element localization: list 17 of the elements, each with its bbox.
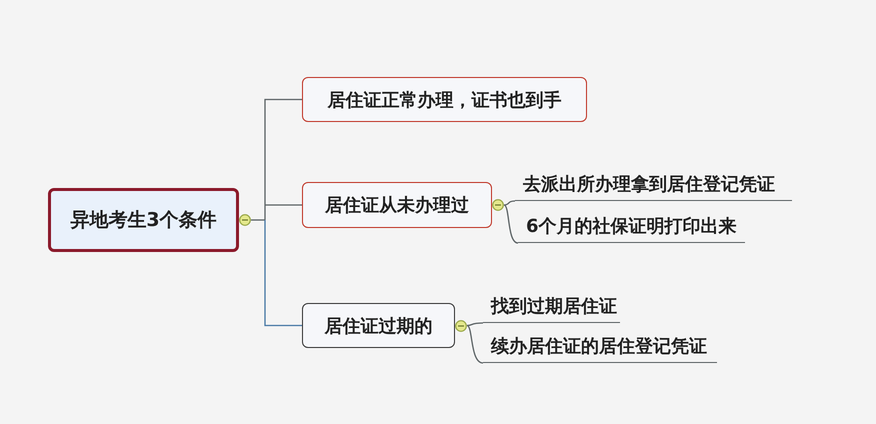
connector-line bbox=[466, 324, 484, 364]
topic-box: 居住证正常办理，证书也到手 bbox=[302, 77, 587, 122]
connector-line bbox=[264, 220, 302, 326]
branch-text: 续办居住证的居住登记凭证 bbox=[483, 334, 717, 363]
connector-line bbox=[265, 204, 302, 206]
connector-line bbox=[251, 219, 265, 221]
connector-line bbox=[466, 322, 484, 326]
branch-text: 6个月的社保证明打印出来 bbox=[518, 214, 745, 243]
connector-line bbox=[504, 200, 516, 206]
topic-box: 居住证过期的 bbox=[302, 303, 455, 348]
topic-box: 居住证从未办理过 bbox=[302, 182, 492, 228]
central-topic-box: 异地考生3个条件 bbox=[48, 188, 239, 252]
branch-text: 找到过期居住证 bbox=[483, 294, 620, 323]
connector-line bbox=[264, 205, 266, 220]
branch-text: 去派出所办理拿到居住登记凭证 bbox=[515, 172, 792, 201]
connector-line bbox=[264, 98, 302, 205]
connector-line bbox=[504, 204, 518, 244]
